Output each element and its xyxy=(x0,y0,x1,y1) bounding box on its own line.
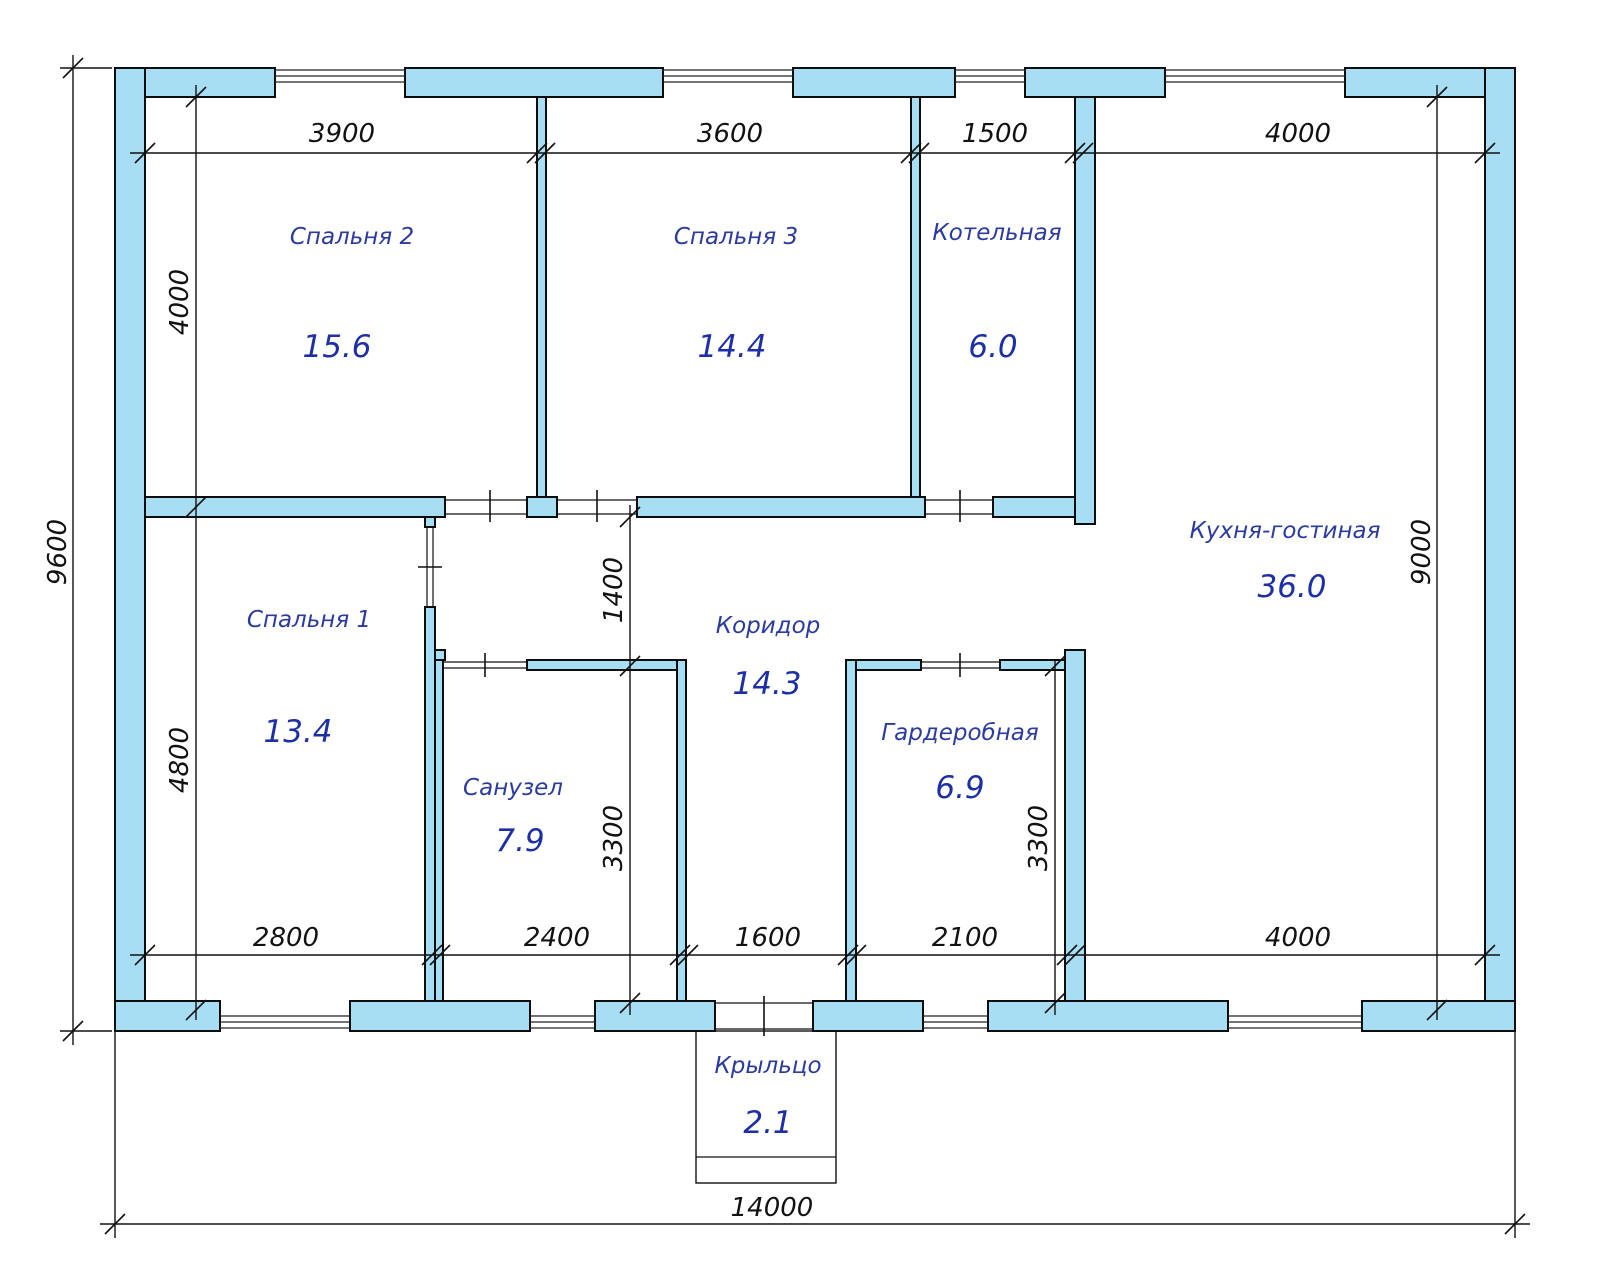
exterior-walls xyxy=(114,67,1516,1032)
window-bottom-3 xyxy=(923,1015,988,1029)
dim-bath-vertical: 3300 xyxy=(599,805,629,871)
dim-wardrobe-vertical: 3300 xyxy=(1024,805,1054,871)
dim-left-upper: 4000 xyxy=(165,269,195,335)
dim-top-2: 3600 xyxy=(697,119,763,149)
room-area-bedroom3: 14.4 xyxy=(697,329,766,365)
room-area-bedroom1: 13.4 xyxy=(263,714,332,750)
room-area-wardrobe: 6.9 xyxy=(935,770,984,806)
dim-corridor-vertical: 1400 xyxy=(599,557,629,623)
dimension-lines xyxy=(60,55,1530,1238)
window-top-1 xyxy=(275,69,405,83)
room-name-corridor: Коридор xyxy=(716,613,821,639)
room-name-bedroom3: Спальня 3 xyxy=(674,224,798,250)
room-area-bathroom: 7.9 xyxy=(495,823,544,859)
room-name-kitchen: Кухня-гостиная xyxy=(1190,518,1381,544)
dim-left-lower: 4800 xyxy=(165,727,195,793)
dim-bottom-4: 2100 xyxy=(932,923,998,953)
dim-overall-height: 9600 xyxy=(43,519,73,585)
room-area-corridor: 14.3 xyxy=(732,666,801,702)
window-top-3 xyxy=(955,69,1025,83)
window-bottom-1 xyxy=(220,1015,350,1029)
windows xyxy=(220,69,1362,1029)
room-name-wardrobe: Гардеробная xyxy=(881,720,1039,746)
room-name-bedroom1: Спальня 1 xyxy=(247,607,371,633)
room-area-boiler: 6.0 xyxy=(968,329,1017,365)
room-name-bathroom: Санузел xyxy=(463,775,563,801)
room-name-bedroom2: Спальня 2 xyxy=(290,224,414,250)
room-name-porch: Крыльцо xyxy=(714,1053,821,1079)
room-area-kitchen: 36.0 xyxy=(1257,569,1326,605)
window-top-2 xyxy=(663,69,793,83)
window-bottom-2 xyxy=(530,1015,595,1029)
room-labels: Спальня 2 15.6 Спальня 3 14.4 Котельная … xyxy=(247,220,1381,1141)
dim-bottom-3: 1600 xyxy=(735,923,801,953)
room-area-porch: 2.1 xyxy=(743,1105,792,1141)
dim-right: 9000 xyxy=(1407,519,1437,585)
dim-bottom-2: 2400 xyxy=(524,923,590,953)
dim-top-4: 4000 xyxy=(1265,119,1331,149)
dim-bottom-1: 2800 xyxy=(253,923,319,953)
window-top-4 xyxy=(1165,69,1345,83)
interior-walls xyxy=(144,96,1096,1002)
dim-top-1: 3900 xyxy=(309,119,375,149)
room-name-boiler: Котельная xyxy=(932,220,1061,246)
dim-overall-width: 14000 xyxy=(731,1193,814,1223)
porch xyxy=(695,1030,837,1184)
window-bottom-4 xyxy=(1228,1015,1362,1029)
room-area-bedroom2: 15.6 xyxy=(302,329,371,365)
dim-top-3: 1500 xyxy=(962,119,1028,149)
dimension-text: 3900 3600 1500 4000 2800 2400 1600 2100 … xyxy=(43,119,1437,1223)
door-openings xyxy=(418,490,1000,1036)
dim-bottom-5: 4000 xyxy=(1265,923,1331,953)
